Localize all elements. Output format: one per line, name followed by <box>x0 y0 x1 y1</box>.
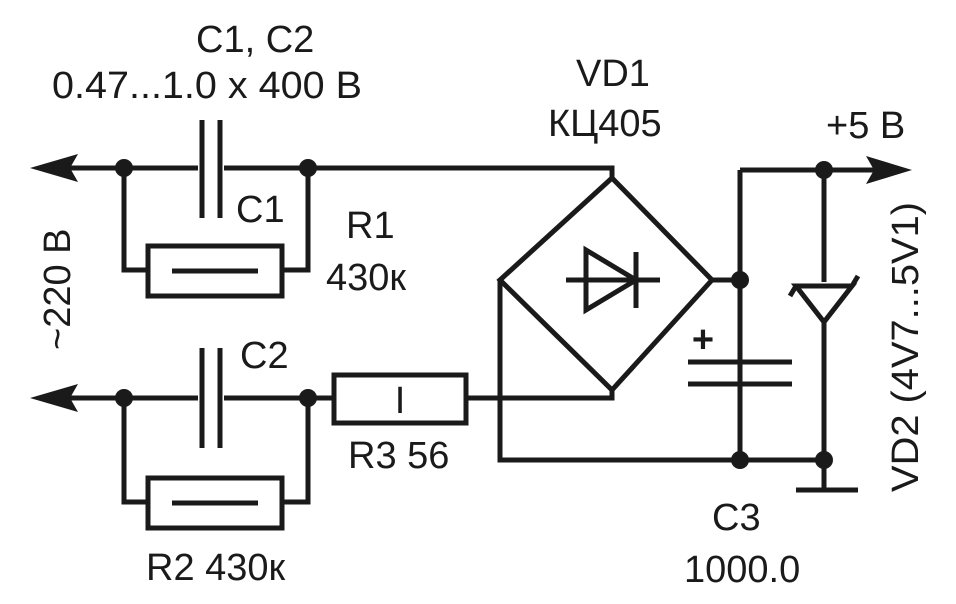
c1-c2-header-label: C1, C2 <box>196 19 314 61</box>
r3-label: R3 56 <box>348 435 449 477</box>
resistor-r3: I <box>331 372 469 426</box>
r3-mark: I <box>395 380 406 422</box>
plus-5v-label: +5 В <box>826 105 905 147</box>
capacitor-c3 <box>688 280 792 460</box>
r1-value-label: 430к <box>326 257 406 299</box>
output-section: + <box>688 156 912 493</box>
c1-c2-value-label: 0.47...1.0 x 400 В <box>52 65 362 107</box>
resistor-r1 <box>145 243 285 299</box>
ac-input-label: ~220 В <box>37 229 79 351</box>
diode-bridge-vd1 <box>496 174 740 463</box>
r2-label: R2 430к <box>146 547 286 589</box>
capacitor-c1 <box>199 120 223 218</box>
r1-name-label: R1 <box>346 205 395 247</box>
c2-label: C2 <box>240 335 289 377</box>
c3-value-label: 1000.0 <box>684 549 800 591</box>
ac-input-arrow-bottom <box>30 384 78 412</box>
capacitor-c2 <box>199 348 223 448</box>
vd2-label: VD2 (4V7...5V1) <box>885 202 927 492</box>
resistor-r2 <box>145 475 285 531</box>
top-ac-line <box>30 120 615 299</box>
output-arrow <box>866 156 912 184</box>
bottom-ac-line: I <box>30 348 615 531</box>
zener-diode-vd2 <box>787 170 861 460</box>
ac-input-arrow-top <box>30 154 78 182</box>
c3-plus-sign: + <box>692 319 714 361</box>
c1-label: C1 <box>236 189 285 231</box>
vd1-type-label: КЦ405 <box>548 103 662 145</box>
vd1-name-label: VD1 <box>576 53 650 95</box>
c3-name-label: C3 <box>712 497 761 539</box>
